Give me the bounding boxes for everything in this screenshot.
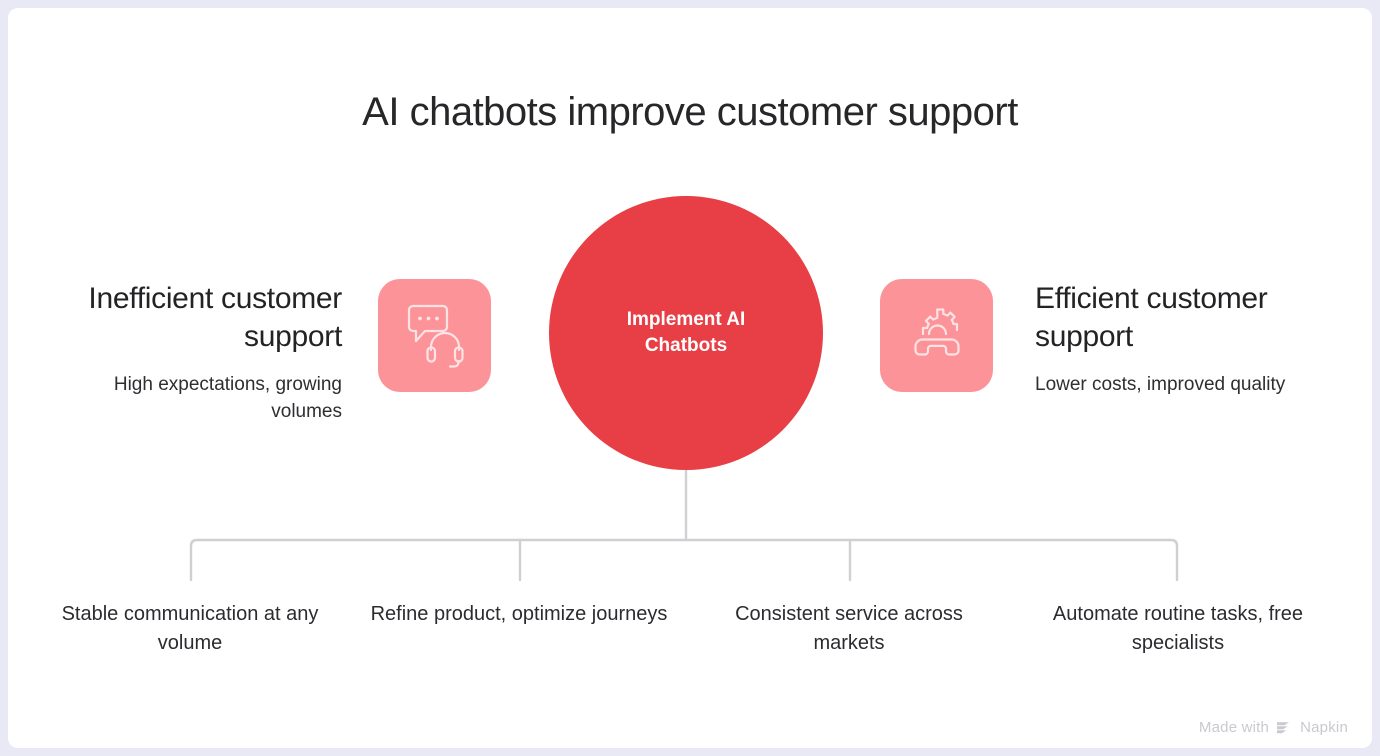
right-branch-icon-tile[interactable]: [880, 279, 993, 392]
left-branch: Inefficient customer support High expect…: [82, 280, 342, 426]
leaf-label-1: Refine product, optimize journeys: [370, 603, 668, 625]
right-branch-heading: Efficient customer support: [1035, 282, 1268, 354]
left-branch-heading: Inefficient customer support: [88, 282, 342, 354]
napkin-logo-icon: [1276, 720, 1293, 735]
leaf-label-2: Consistent service across markets: [735, 603, 963, 654]
leaf-label-0: Stable communication at any volume: [61, 603, 319, 654]
right-branch-subtext: Lower costs, improved quality: [1035, 373, 1286, 395]
gear-phone-icon: [901, 297, 973, 374]
watermark-prefix: Made with: [1198, 719, 1270, 736]
leaf-label-3: Automate routine tasks, free specialists: [1052, 603, 1304, 654]
central-node[interactable]: Implement AI Chatbots: [549, 196, 823, 470]
page-title: AI chatbots improve customer support: [362, 90, 1018, 134]
chat-headset-icon: [399, 297, 471, 374]
central-node-label: Implement AI Chatbots: [626, 309, 746, 356]
watermark: Made with Napkin: [1199, 719, 1348, 736]
left-branch-icon-tile[interactable]: [378, 279, 491, 392]
watermark-brand: Napkin: [1300, 719, 1348, 736]
diagram-canvas: AI chatbots improve customer support Imp…: [8, 8, 1372, 748]
left-branch-subtext: High expectations, growing volumes: [113, 373, 342, 423]
bus-bar-line: [189, 538, 1179, 582]
right-branch: Efficient customer support Lower costs, …: [1035, 280, 1295, 398]
